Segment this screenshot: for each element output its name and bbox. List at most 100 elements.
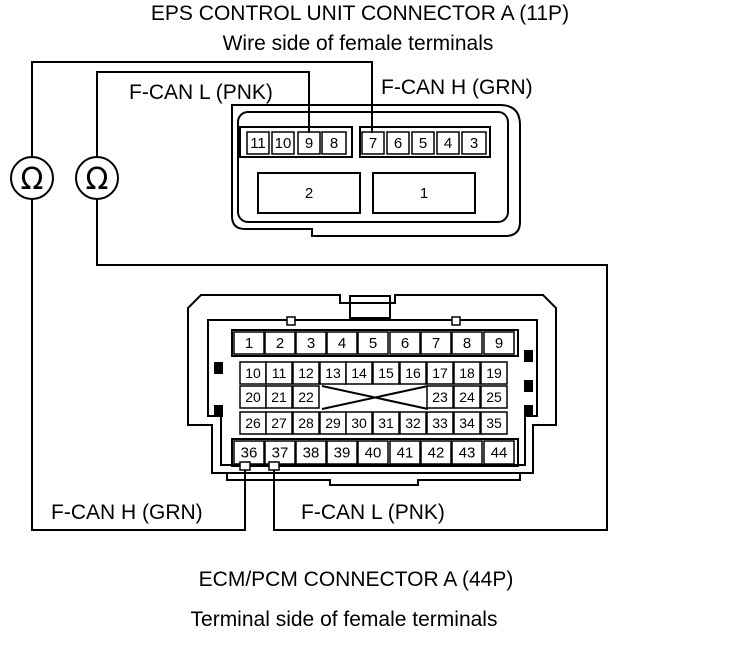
- ecm-pin-31-cell: [372, 411, 400, 435]
- ohm-icon: Ω: [86, 162, 109, 197]
- ecm-pin-42: 42: [428, 445, 445, 462]
- ecm-pin-30-cell: [345, 411, 373, 435]
- ecm-pin-37-cell: [264, 440, 296, 465]
- eps-pin-4: 4: [444, 135, 452, 152]
- ecm-pin-4-cell: [326, 331, 358, 355]
- ecm-pin-44: 44: [491, 445, 508, 462]
- label-bg: [126, 76, 306, 104]
- wire-end-pin-37: [268, 461, 280, 471]
- ecm-pin-6: 6: [401, 335, 409, 352]
- ecm-pin-40: 40: [365, 445, 382, 462]
- ohm-icon: Ω: [21, 162, 44, 197]
- ecm-pin-21: 21: [271, 389, 287, 405]
- ecm-pin-44-cell: [483, 440, 515, 465]
- ecm-pin-35-cell: [480, 411, 508, 435]
- eps-pin-10: 10: [275, 135, 292, 152]
- eps-pin-1-cell: [372, 172, 476, 214]
- ecm-pin-17-cell: [426, 361, 454, 385]
- ecm-pin-12-cell: [292, 361, 320, 385]
- ecm-pin-17: 17: [432, 365, 448, 381]
- ecm-pin-29: 29: [325, 415, 341, 431]
- wire-label-fcan-l-top: F-CAN L (PNK): [129, 81, 273, 104]
- wire-end-pin-36: [239, 461, 251, 471]
- ecm-connector-title: ECM/PCM CONNECTOR A (44P): [199, 568, 514, 591]
- ecm-latch-bottom: [226, 472, 521, 486]
- ecm-pin-22-cell: [292, 385, 320, 409]
- ohmmeter-outer-circle: [10, 156, 54, 200]
- label-bg: [40, 495, 235, 525]
- wire-fcan-l-ecm: [96, 198, 608, 531]
- ecm-lock-tab: [214, 405, 223, 417]
- eps-pin-7: 7: [369, 135, 377, 152]
- ecm-pin-27-cell: [265, 411, 293, 435]
- ecm-pin-43: 43: [459, 445, 476, 462]
- wire-fcan-h-ecm: [31, 198, 246, 531]
- ecm-pin-36: 36: [241, 445, 258, 462]
- ecm-pin-2: 2: [276, 335, 284, 352]
- ecm-lock-tab: [214, 362, 223, 374]
- ecm-pin-38-cell: [295, 440, 327, 465]
- ecm-pin-33-cell: [426, 411, 454, 435]
- wire-fcan-l-eps: [96, 71, 310, 160]
- ecm-pin-19-cell: [480, 361, 508, 385]
- ecm-pin-28: 28: [298, 415, 314, 431]
- ecm-pin-32: 32: [405, 415, 421, 431]
- ecm-row1-frame: [231, 329, 519, 357]
- ecm-pin-38: 38: [303, 445, 320, 462]
- eps-pin-11: 11: [250, 135, 266, 152]
- ohmmeter-inner: Ω: [75, 156, 119, 200]
- ecm-pin-18: 18: [459, 365, 475, 381]
- wire-label-fcan-l-bottom: F-CAN L (PNK): [301, 501, 445, 524]
- ecm-pin-1: 1: [245, 335, 253, 352]
- ecm-pin-15: 15: [378, 365, 394, 381]
- ecm-pin-40-cell: [357, 440, 389, 465]
- ecm-pin-42-cell: [420, 440, 452, 465]
- eps-pin-3: 3: [470, 135, 478, 152]
- ecm-pin-7-cell: [420, 331, 452, 355]
- ecm-pin-25-cell: [480, 385, 508, 409]
- ecm-pin-7: 7: [432, 335, 440, 352]
- ecm-latch-top: [349, 295, 391, 319]
- ecm-pin-3-cell: [295, 331, 327, 355]
- eps-pin-8: 8: [330, 135, 338, 152]
- ecm-lock-tab: [524, 350, 533, 362]
- ecm-pin-34: 34: [459, 415, 475, 431]
- ecm-pin-12: 12: [298, 365, 314, 381]
- ecm-pin-41: 41: [397, 445, 414, 462]
- ecm-pin-15-cell: [372, 361, 400, 385]
- wire-label-fcan-h-bottom: F-CAN H (GRN): [51, 501, 203, 524]
- eps-pin-11-cell: [246, 131, 270, 155]
- ecm-pin-24-cell: [453, 385, 481, 409]
- ecm-pin-43-cell: [451, 440, 483, 465]
- ecm-pin-9: 9: [495, 335, 503, 352]
- ecm-row5-frame: [231, 438, 519, 467]
- ecm-blank-cross-b: [321, 385, 429, 410]
- ecm-pin-22: 22: [298, 389, 314, 405]
- ohmmeter-outer: Ω: [10, 156, 54, 200]
- ecm-lock-tab: [524, 380, 533, 392]
- ecm-pin-9-cell: [483, 331, 515, 355]
- eps-pin-2: 2: [305, 185, 313, 202]
- ecm-pin-28-cell: [292, 411, 320, 435]
- ecm-pin-33: 33: [432, 415, 448, 431]
- ecm-pin-1-cell: [233, 331, 265, 355]
- eps-pin-group-right: [359, 126, 491, 158]
- ecm-pin-30: 30: [351, 415, 367, 431]
- ecm-key-right: [451, 316, 461, 326]
- ecm-pin-10: 10: [245, 365, 261, 381]
- eps-pin-5-cell: [411, 131, 435, 155]
- ecm-pin-18-cell: [453, 361, 481, 385]
- ecm-pin-39-cell: [326, 440, 358, 465]
- ecm-pin-39: 39: [334, 445, 351, 462]
- ecm-connector-subtitle: Terminal side of female terminals: [191, 608, 498, 631]
- eps-pin-5: 5: [419, 135, 427, 152]
- eps-connector-subtitle: Wire side of female terminals: [223, 32, 494, 55]
- ecm-pin-14: 14: [351, 365, 367, 381]
- ecm-key-left: [286, 316, 296, 326]
- ecm-pin-2-cell: [264, 331, 296, 355]
- ecm-pin-21-cell: [265, 385, 293, 409]
- eps-pin-6-cell: [386, 131, 410, 155]
- eps-pin-3-cell: [461, 131, 487, 155]
